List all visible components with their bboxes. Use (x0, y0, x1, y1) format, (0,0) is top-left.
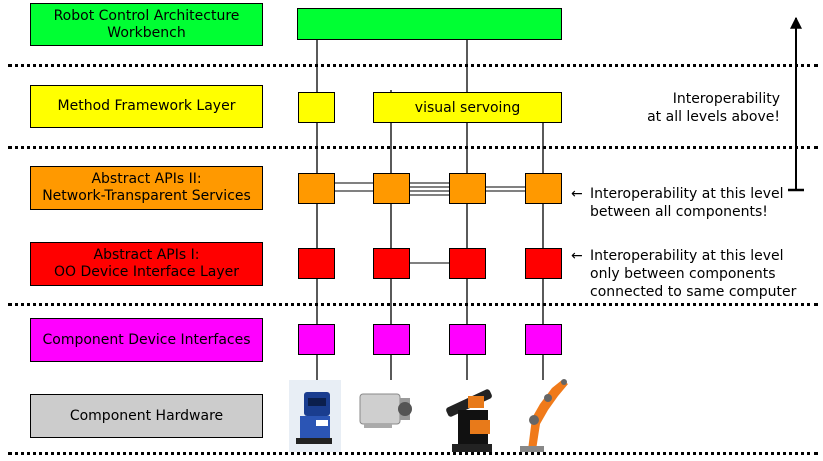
note-local-line3: connected to same computer (590, 284, 797, 300)
layer-hardware-label: Component Hardware (69, 407, 224, 424)
method-box-1 (298, 92, 335, 123)
net-service-box-2 (373, 173, 410, 204)
layer-method-framework: Method Framework Layer (30, 85, 263, 128)
device-interface-box-1 (298, 324, 335, 355)
layer-apis1-line1: Abstract APIs I: (93, 247, 200, 263)
layer-device-interfaces: Component Device Interfaces (30, 318, 263, 362)
layer-method-label: Method Framework Layer (57, 98, 236, 114)
separator-1 (8, 64, 818, 67)
layer-hardware: Component Hardware (30, 394, 263, 438)
note-network-line2: between all components! (590, 204, 768, 220)
note-network: Interoperability at this level between a… (590, 185, 784, 221)
note-network-line1: Interoperability at this level (590, 186, 784, 202)
visual-servoing-label: visual servoing (414, 99, 521, 116)
net-service-box-4 (525, 173, 562, 204)
note-above-line2: at all levels above! (647, 109, 780, 125)
oo-device-box-3 (449, 248, 486, 279)
camera-image (359, 393, 412, 428)
note-local-line2: only between components (590, 266, 776, 282)
workbench-box (297, 8, 562, 40)
robot-arm-image (520, 379, 568, 452)
separator-4 (8, 452, 818, 455)
layer-apis1-line2: OO Device Interface Layer (54, 264, 239, 280)
pan-tilt-image (446, 389, 492, 452)
visual-servoing-box: visual servoing (373, 92, 562, 123)
device-interface-box-4 (525, 324, 562, 355)
laser-scanner-image (289, 380, 341, 452)
layer-workbench-line2: Workbench (107, 24, 186, 41)
oo-device-box-1 (298, 248, 335, 279)
oo-device-box-2 (373, 248, 410, 279)
separator-3 (8, 303, 818, 306)
note-local-arrow: ← (571, 248, 583, 264)
oo-device-box-4 (525, 248, 562, 279)
separator-2 (8, 146, 818, 149)
layer-device-label: Component Device Interfaces (42, 331, 251, 348)
device-interface-box-3 (449, 324, 486, 355)
note-above: Interoperability at all levels above! (640, 90, 780, 126)
note-local-line1: Interoperability at this level (590, 248, 784, 264)
note-network-arrow: ← (571, 186, 583, 202)
layer-workbench: Robot Control Architecture Workbench (30, 3, 263, 46)
net-service-box-1 (298, 173, 335, 204)
layer-abstract-apis-1: Abstract APIs I: OO Device Interface Lay… (30, 242, 263, 286)
layer-apis2-line1: Abstract APIs II: (91, 171, 202, 187)
layer-abstract-apis-2: Abstract APIs II: Network-Transparent Se… (30, 166, 263, 210)
device-interface-box-2 (373, 324, 410, 355)
net-service-box-3 (449, 173, 486, 204)
layer-apis2-line2: Network-Transparent Services (42, 188, 251, 204)
note-local: Interoperability at this level only betw… (590, 247, 796, 301)
layer-workbench-line1: Robot Control Architecture (53, 7, 240, 24)
note-above-line1: Interoperability (672, 91, 780, 107)
